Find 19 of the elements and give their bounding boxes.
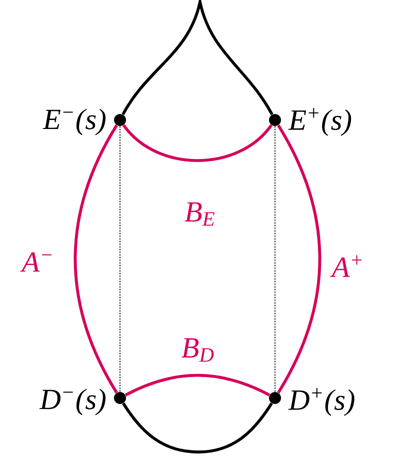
junction-dot <box>269 114 281 126</box>
point-label: D$^{+}$(s) <box>288 388 354 416</box>
curve <box>122 402 273 454</box>
point-label: D$^{−}$(s) <box>39 388 106 416</box>
point-label: E$^{−}$(s) <box>42 108 106 136</box>
curve <box>74 124 118 394</box>
curve <box>124 374 270 396</box>
edge-label: A$^{−}$ <box>20 252 52 272</box>
edge-label: B$_{E}$ <box>184 202 215 226</box>
curve <box>122 0 274 116</box>
curve <box>122 124 273 162</box>
point-label: E$^{+}$(s) <box>288 108 352 136</box>
edge-label: B$_{D}$ <box>182 338 214 362</box>
curve <box>274 126 276 392</box>
edge-label: A$^{+}$ <box>330 255 362 277</box>
junction-dot <box>114 114 126 126</box>
junction-dot <box>269 392 281 404</box>
curve <box>277 124 322 394</box>
junction-dot <box>114 392 126 404</box>
